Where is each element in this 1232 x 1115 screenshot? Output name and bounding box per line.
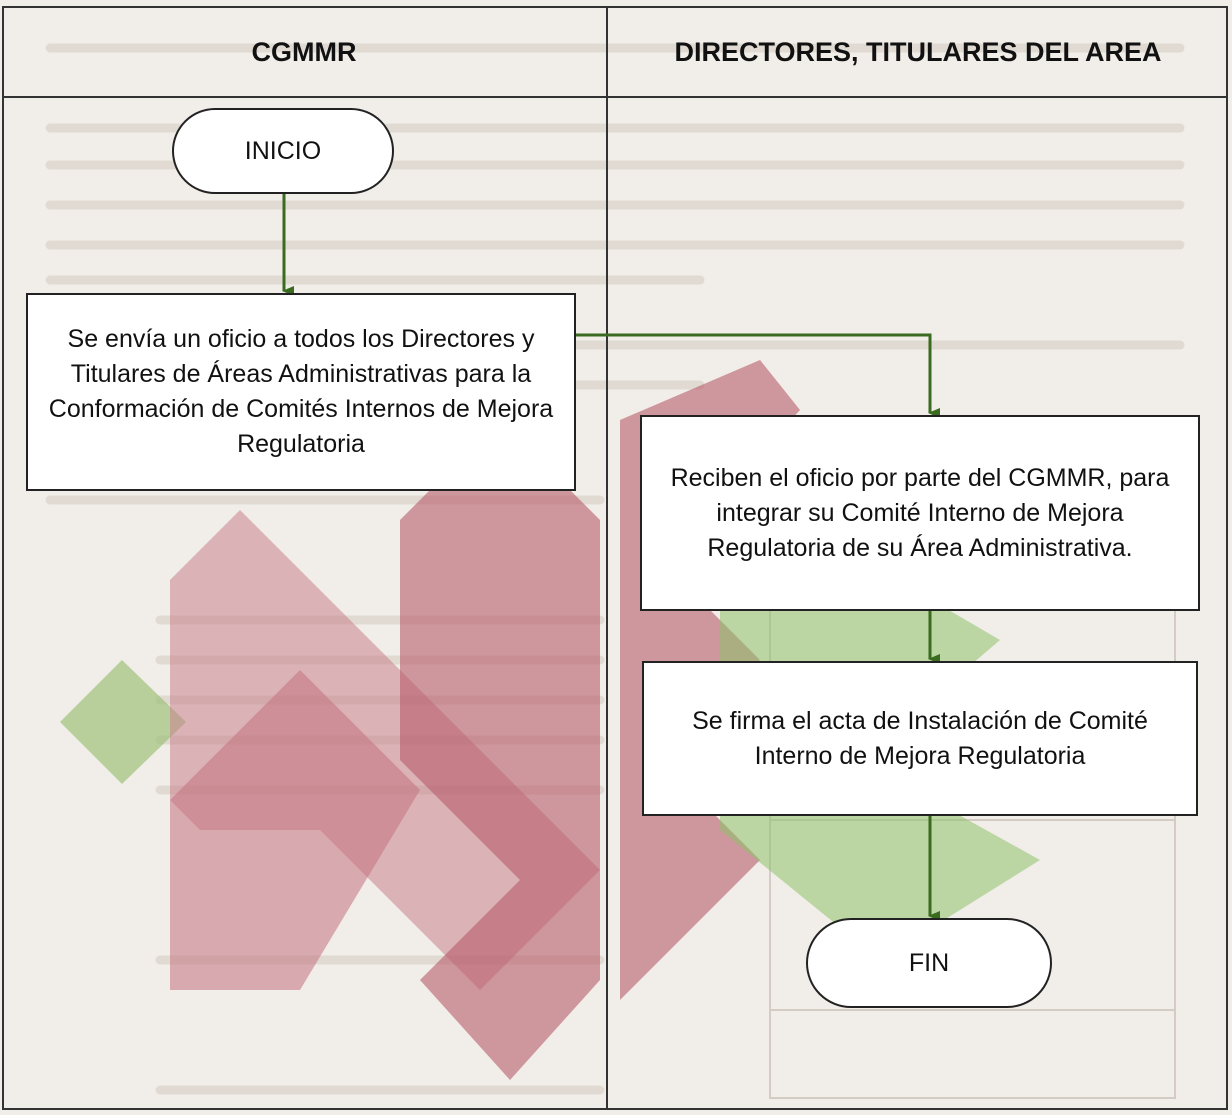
lane-header-directores: DIRECTORES, TITULARES DEL AREA: [674, 36, 1162, 67]
start-terminator: INICIO: [172, 108, 394, 194]
process-sign-acta: Se firma el acta de Instalación de Comit…: [642, 661, 1198, 816]
process-receive-oficio: Reciben el oficio por parte del CGMMR, p…: [640, 415, 1200, 611]
header-row: [2, 6, 1228, 98]
end-terminator: FIN: [806, 918, 1052, 1008]
lane-divider: [606, 6, 608, 1110]
lane-header-cgmmr: CGMMR: [251, 36, 357, 67]
swimlane-table: [2, 6, 1228, 1110]
process-send-oficio: Se envía un oficio a todos los Directore…: [26, 293, 576, 491]
